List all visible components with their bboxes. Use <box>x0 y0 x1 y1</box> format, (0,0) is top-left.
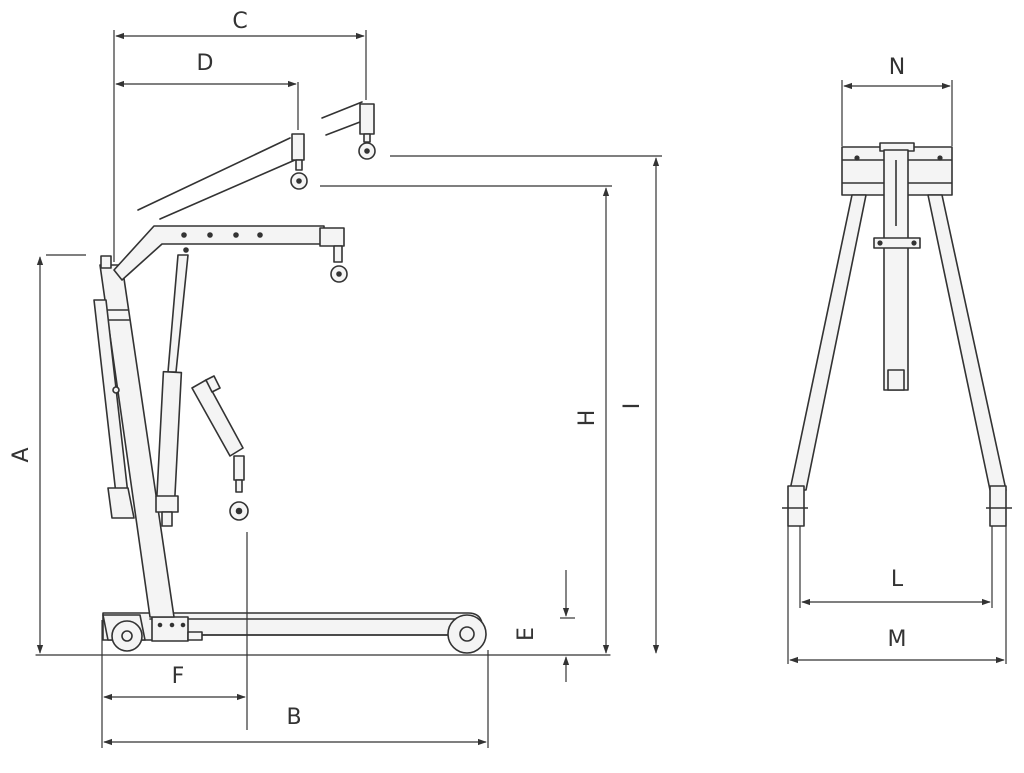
label-l: L <box>891 567 904 592</box>
label-h: H <box>575 410 600 427</box>
label-i: I <box>620 403 645 410</box>
rear-caster <box>102 614 146 652</box>
label-f: F <box>172 664 185 689</box>
mast <box>99 255 175 618</box>
mast-base-plate <box>151 616 203 642</box>
label-b: B <box>286 705 301 730</box>
label-m: M <box>888 627 907 652</box>
front-leg-right <box>927 194 1012 527</box>
side-view <box>35 101 611 656</box>
label-d: D <box>197 51 214 76</box>
folded-leg <box>93 299 135 519</box>
front-wheel <box>447 614 487 654</box>
boom-lowered <box>113 225 348 283</box>
side-dimensions <box>36 30 662 748</box>
label-a: A <box>9 447 34 462</box>
front-leg-left <box>782 194 867 527</box>
front-view <box>782 142 1012 527</box>
front-center-ram <box>873 149 921 391</box>
hydraulic-ram <box>155 254 189 527</box>
label-c: C <box>232 9 247 34</box>
boom-extended <box>321 101 376 160</box>
ram-alternate <box>191 375 249 521</box>
label-n: N <box>889 55 905 80</box>
front-dimensions <box>787 80 1007 664</box>
boom-raised <box>137 133 308 220</box>
label-e: E <box>514 627 539 641</box>
